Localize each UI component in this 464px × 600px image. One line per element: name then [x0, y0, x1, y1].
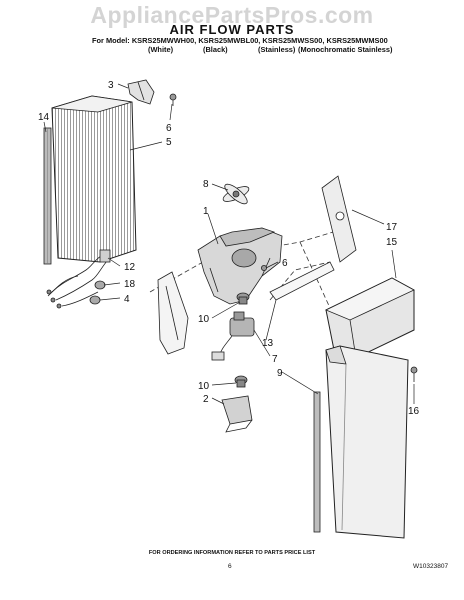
- watermark: AppliancePartsPros.com: [90, 2, 374, 28]
- part-air-duct: [325, 277, 415, 359]
- part-fan-blade: [222, 183, 250, 205]
- callout-9: 9: [277, 368, 283, 379]
- part-wiring-harness: [46, 249, 111, 309]
- callout-2: 2: [203, 394, 209, 405]
- callout-5: 5: [166, 137, 172, 148]
- callout-1: 1: [203, 206, 209, 217]
- callout-8: 8: [203, 179, 209, 190]
- callout-12: 12: [124, 262, 136, 273]
- callout-13: 13: [262, 338, 274, 349]
- part-connector-18: [94, 280, 106, 290]
- part-fan-motor: [211, 311, 255, 361]
- callout-6-upper: 6: [166, 123, 172, 134]
- part-screw-middle: [260, 264, 267, 271]
- callout-10-upper: 10: [198, 314, 210, 325]
- part-fan-housing: [197, 227, 283, 305]
- callout-7: 7: [272, 354, 278, 365]
- callout-3: 3: [108, 80, 114, 91]
- document-number: W10323807: [413, 563, 449, 570]
- part-grommet-lower: [234, 375, 248, 388]
- part-plate: [269, 261, 335, 301]
- part-bracket: [127, 79, 155, 105]
- part-screw-right: [410, 366, 418, 382]
- callout-18: 18: [124, 279, 136, 290]
- part-screw-top: [169, 93, 177, 106]
- variant-monochromatic: (Monochromatic Stainless): [298, 45, 393, 54]
- part-evaporator-cover: [51, 95, 137, 263]
- page-number: 6: [228, 563, 232, 570]
- variant-white: (White): [148, 45, 174, 54]
- callout-4: 4: [124, 294, 130, 305]
- callout-14: 14: [38, 112, 50, 123]
- leader-lines: [43, 83, 415, 405]
- part-motor-bracket: [221, 395, 253, 433]
- part-connector-4: [89, 295, 101, 305]
- callout-labels: 3 6 5 14 8 1 17 15 12 6 18 4 10 13 7 9 1…: [38, 80, 420, 417]
- ordering-note: FOR ORDERING INFORMATION REFER TO PARTS …: [148, 550, 316, 556]
- part-side-seal: [157, 271, 189, 355]
- part-seal-strip-right: [313, 391, 321, 533]
- variant-black: (Black): [203, 45, 228, 54]
- part-seal-strip-left: [43, 127, 52, 265]
- callout-16: 16: [408, 406, 420, 417]
- callout-10-lower: 10: [198, 381, 210, 392]
- variant-stainless: (Stainless): [258, 45, 296, 54]
- part-grommet-upper: [236, 292, 250, 305]
- callout-15: 15: [386, 237, 398, 248]
- model-line: For Model: KSRS25MWWH00, KSRS25MWBL00, K…: [92, 36, 388, 45]
- callout-6-middle: 6: [282, 258, 288, 269]
- part-upper-baffle: [321, 175, 357, 263]
- callout-17: 17: [386, 222, 398, 233]
- page-title: AIR FLOW PARTS: [169, 22, 295, 37]
- part-duct-panel: [325, 345, 409, 539]
